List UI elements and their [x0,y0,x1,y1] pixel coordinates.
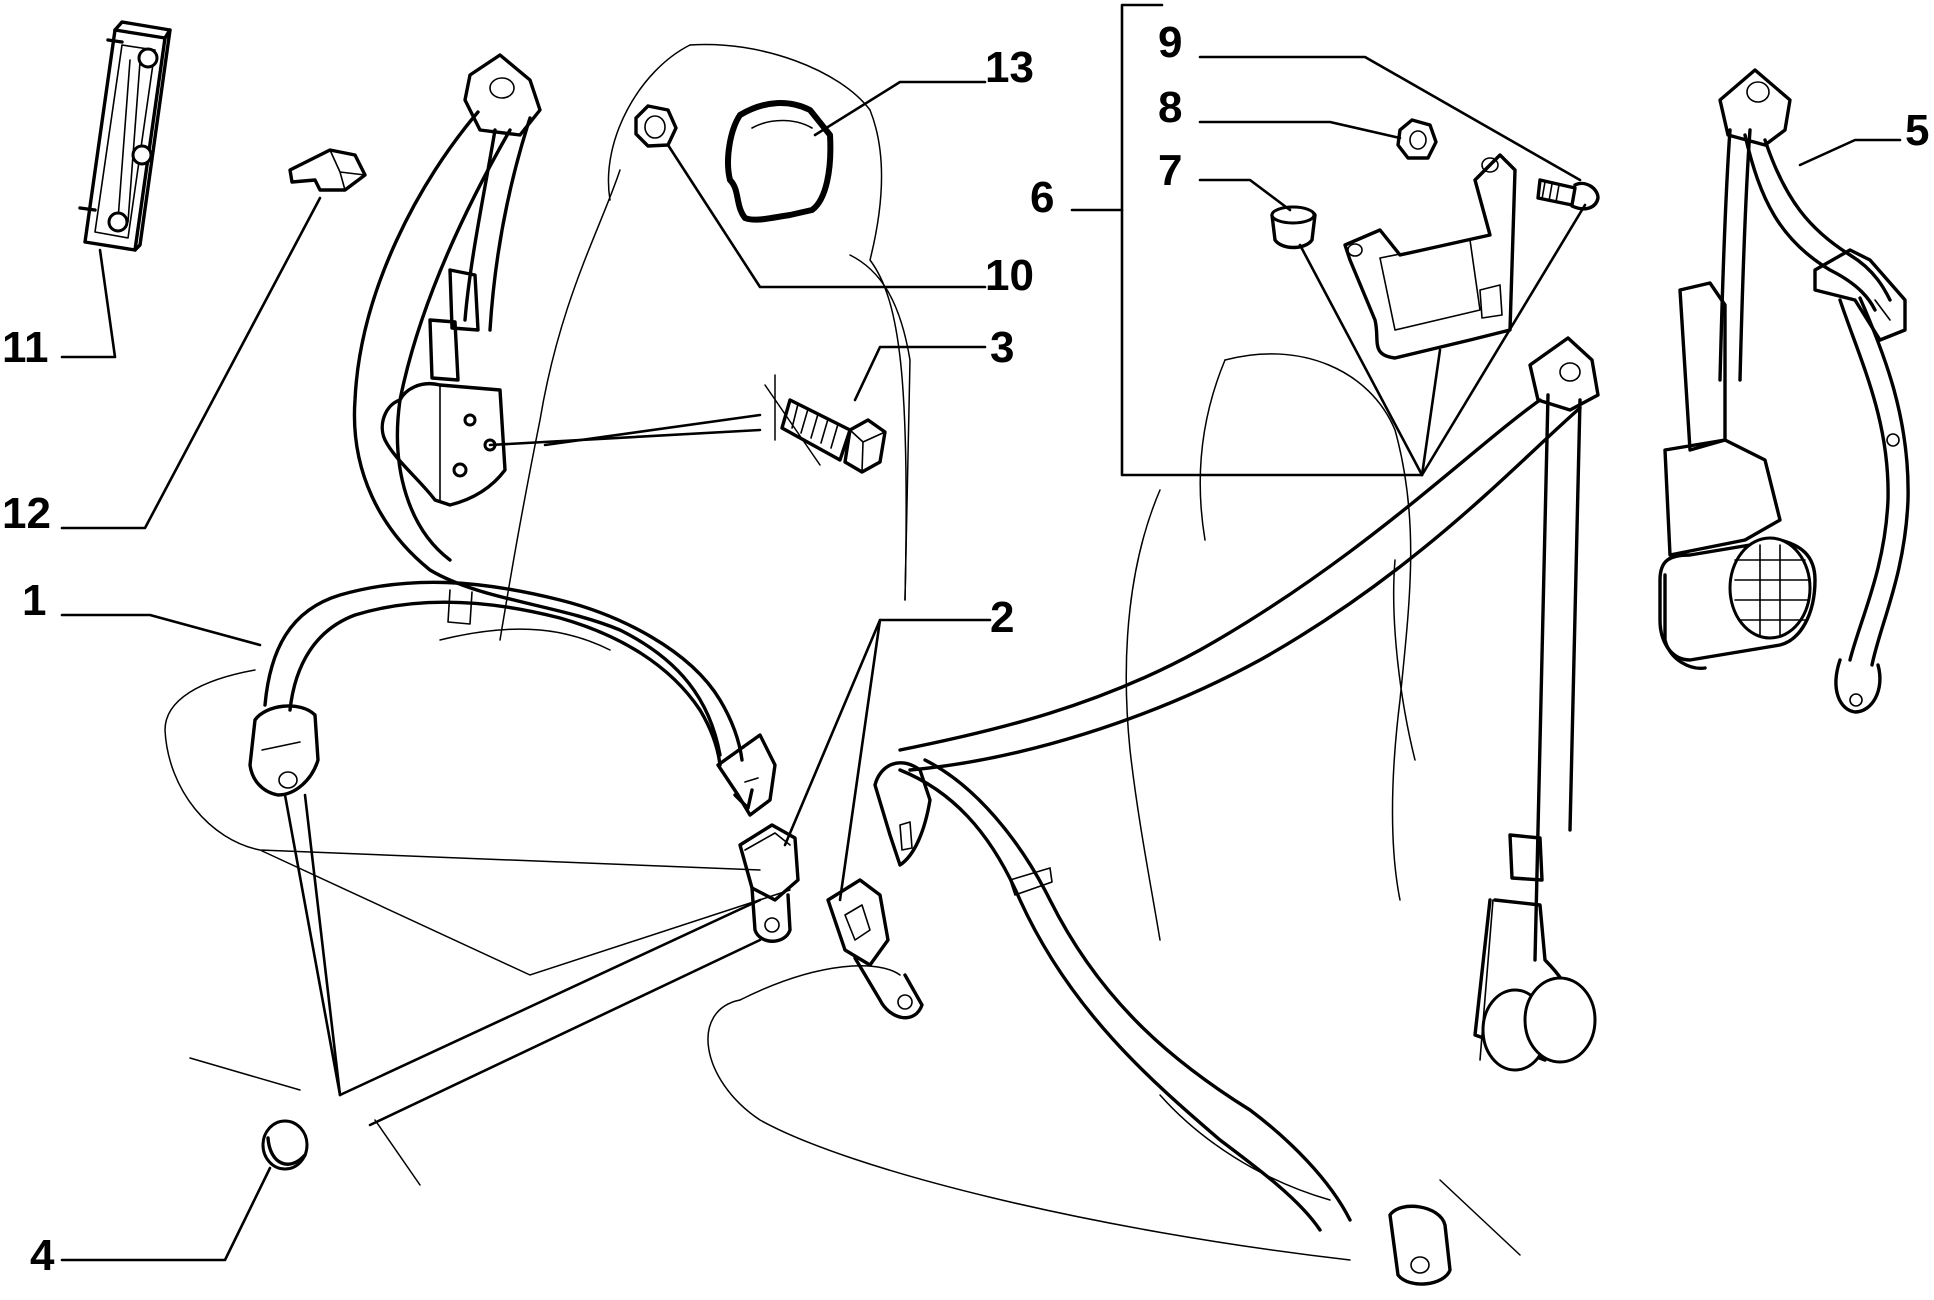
leader-6d [1420,203,1587,477]
leader-1 [60,613,262,647]
part-5-complete-belt [1658,68,1910,714]
left-seatback-top [607,44,691,201]
part-6-bracket-kit [1270,118,1600,360]
callout-6: 6 [1030,173,1054,222]
right-floor-line [1439,1179,1521,1256]
left-cushion-outline [164,669,791,976]
leader-4c [303,793,342,1097]
callout-2: 2 [990,593,1014,642]
right-seatback-left-edge [1199,359,1226,541]
leader-6b [1298,243,1424,477]
leader-6c [1420,348,1442,477]
part-3-bolt [780,398,887,474]
right-seatback-inner [1392,559,1416,761]
callout-8: 8 [1158,83,1182,132]
right-cushion-outline [707,999,1351,1261]
callout-10: 10 [985,251,1034,300]
leader-3c [543,413,762,447]
leader-9 [1198,55,1582,182]
leader-8 [1198,120,1402,140]
leader-5 [1798,138,1902,167]
part-12-clip [288,148,367,192]
floor-line-a [189,1057,301,1091]
callout-4: 4 [30,1231,55,1280]
right-belt-assembly [873,336,1600,1286]
callout-labels: 1 2 3 4 5 6 7 8 9 10 11 12 13 [2,18,1929,1280]
part-4-cap [261,1119,309,1171]
leader-2a [783,618,992,847]
callout-12: 12 [2,489,51,538]
seat-outlines [164,43,1521,1261]
part-2-buckles [738,823,924,1020]
part-1-left-belt [248,53,777,817]
right-cushion-front [1159,1094,1331,1201]
callout-3: 3 [990,323,1014,372]
part-13-cover-cap [725,100,834,223]
callout-7: 7 [1158,146,1182,195]
callout-5: 5 [1905,106,1929,155]
left-seatback-outline [689,43,907,601]
leader-2b [838,618,882,902]
callout-9: 9 [1158,18,1182,67]
leader-4b [283,793,342,1097]
leader-4e [368,938,762,1127]
left-cushion-back-edge [439,628,611,651]
leader-12 [60,196,322,530]
leader-3b [488,428,762,447]
right-seatback-side [1125,489,1161,941]
callout-1: 1 [22,576,46,625]
left-seatback-inner [849,254,911,601]
leader-11 [60,248,117,359]
callout-13: 13 [985,43,1034,92]
leader-6-box [1120,3,1424,477]
left-seatback-side [499,169,621,641]
floor-line-b [374,1119,421,1186]
leader-10 [666,143,987,289]
leader-7 [1198,178,1292,212]
part-11-anchor-plate [78,20,172,252]
part-10-nut [634,104,678,148]
right-seatback-outline [1224,353,1412,901]
leader-13 [813,80,987,137]
right-cushion-top [739,965,901,1001]
callout-11: 11 [2,323,49,372]
leader-lines [60,3,1902,1262]
leader-4 [60,1166,272,1262]
leader-4d [338,898,762,1097]
leader-3 [853,345,987,402]
